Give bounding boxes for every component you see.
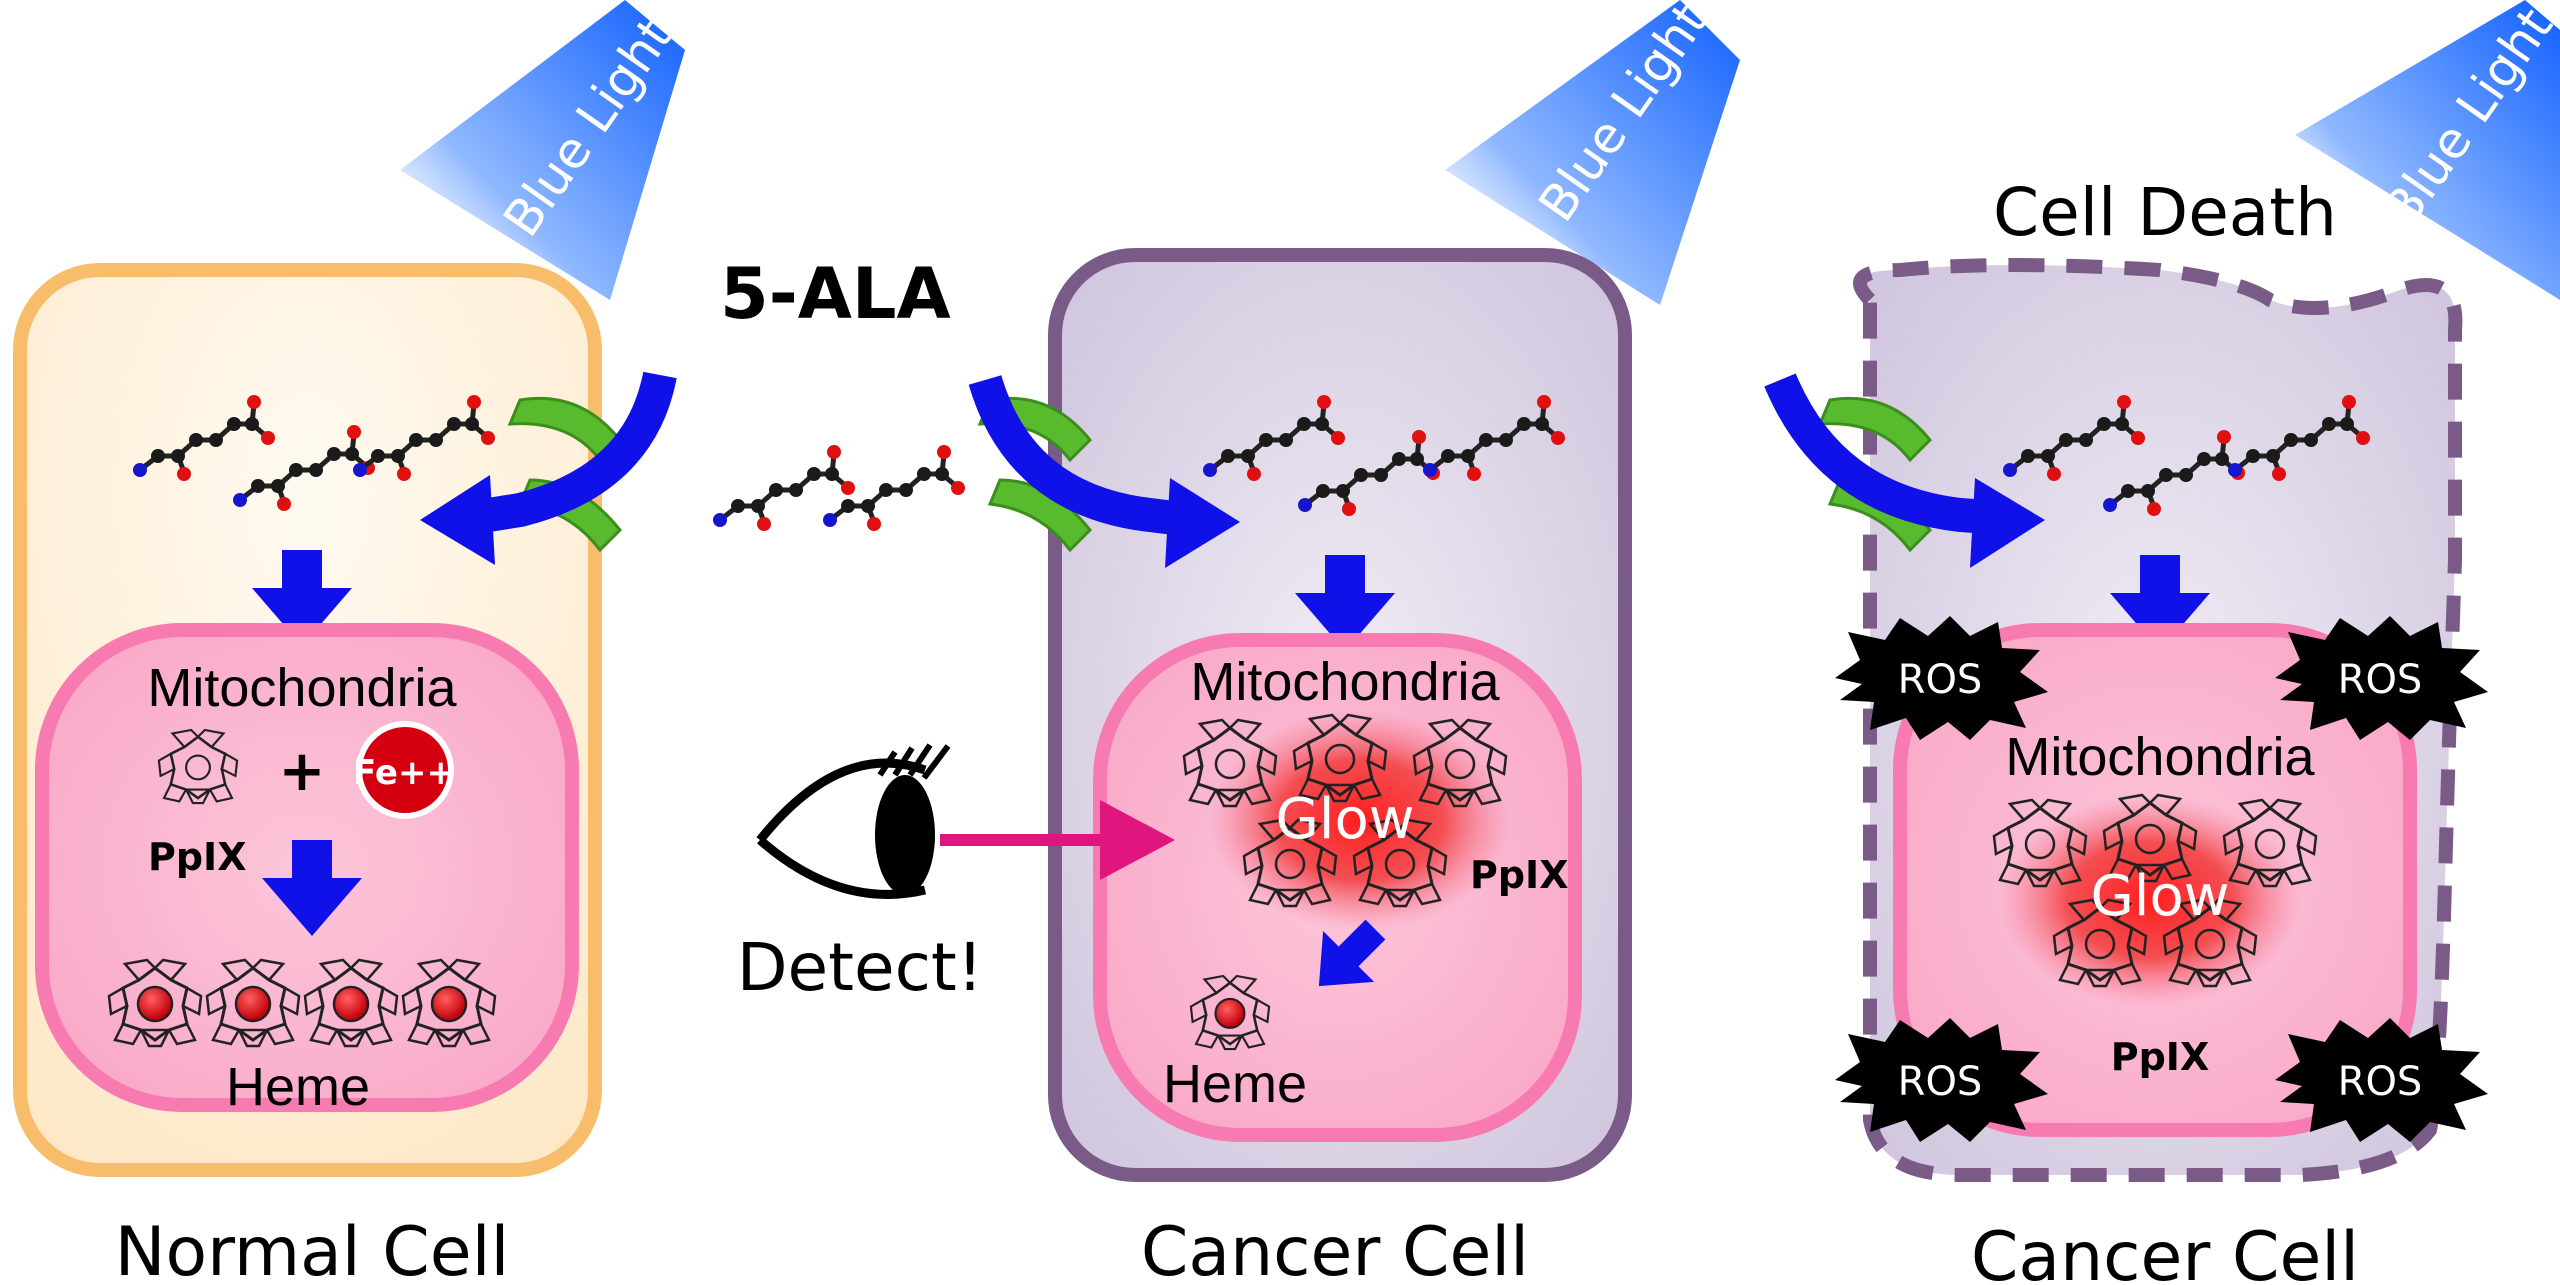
ros-badge: ROS	[2275, 1018, 2488, 1142]
title-5-ala: 5-ALA	[720, 253, 951, 335]
blue-light-beam-3: Blue Light	[2295, 0, 2560, 300]
cancer-cell-panel: Mitochondria Glow PpIX Heme Cancer Cell	[968, 248, 1632, 1285]
heme-label: Heme	[226, 1057, 370, 1117]
ros-badge: ROS	[1835, 1018, 2048, 1142]
svg-text:ROS: ROS	[1898, 657, 1983, 703]
diagonal-arrow	[1318, 919, 1386, 987]
iron-label: Fe++	[353, 753, 455, 793]
heme-label: Heme	[1163, 1054, 1307, 1114]
ppix-label: PpIX	[2111, 1035, 2210, 1079]
blue-light-beam-1: Blue Light	[400, 0, 685, 300]
cell-death-panel: Cell Death Mitochondria Glow PpIX ROS RO…	[1764, 174, 2488, 1285]
normal-cell-caption: Normal Cell	[115, 1213, 510, 1285]
ros-badge: ROS	[1835, 616, 2048, 740]
uptake-arrow	[968, 374, 1193, 537]
mitochondria-label: Mitochondria	[147, 658, 457, 718]
glow-label: Glow	[1275, 787, 1414, 852]
ros-badge: ROS	[2275, 616, 2488, 740]
glow-label: Glow	[2090, 864, 2229, 929]
glow-halo	[1210, 710, 1510, 930]
ppix-label: PpIX	[148, 835, 247, 879]
cancer-cell-caption: Cancer Cell	[1141, 1213, 1529, 1285]
uptake-arrow	[1764, 373, 2002, 535]
ppix-label: PpIX	[1470, 853, 1569, 897]
cell-death-label: Cell Death	[1993, 174, 2337, 251]
svg-text:ROS: ROS	[1898, 1059, 1983, 1105]
eye-icon	[756, 743, 951, 899]
detect-label: Detect!	[737, 929, 984, 1006]
svg-text:ROS: ROS	[2338, 1059, 2423, 1105]
detect-arrow	[940, 800, 1175, 880]
mitochondria-label: Mitochondria	[1190, 652, 1500, 712]
cancer-cell-caption: Cancer Cell	[1971, 1218, 2359, 1285]
mitochondria-label: Mitochondria	[2005, 727, 2315, 787]
svg-text:ROS: ROS	[2338, 657, 2423, 703]
plus-sign: +	[279, 739, 326, 804]
normal-cell-panel: Mitochondria + Fe++ PpIX Heme Normal Cel…	[13, 263, 677, 1285]
iron-ion-icon	[356, 721, 454, 819]
uptake-arrow	[467, 371, 677, 535]
